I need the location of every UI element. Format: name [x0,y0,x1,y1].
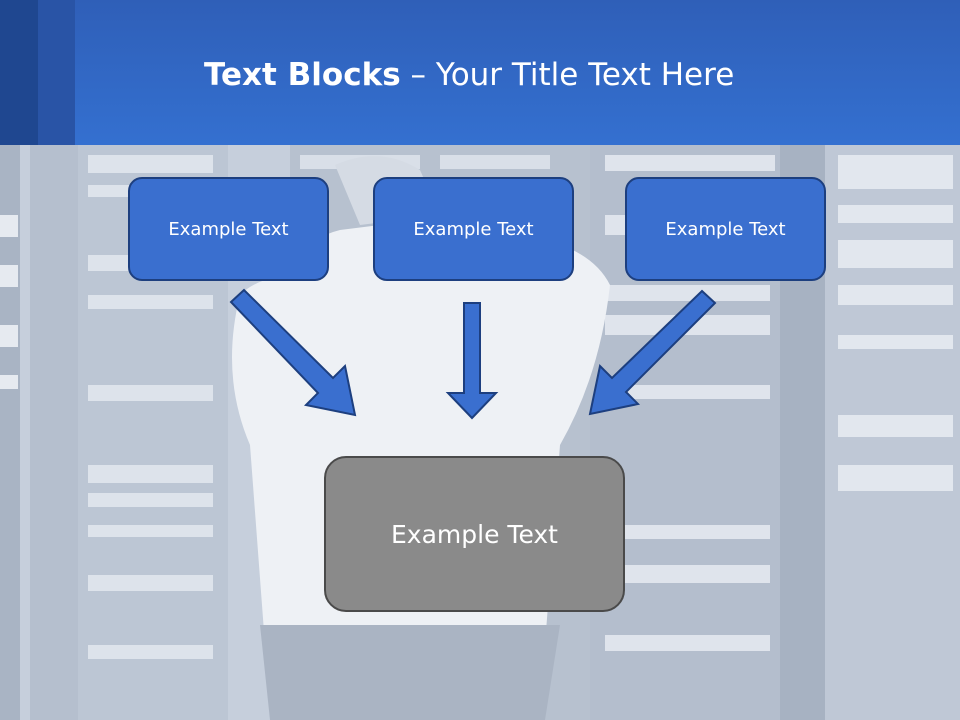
text-block-1[interactable]: Example Text [128,177,329,281]
header-accent-dark [0,0,38,145]
title-dash: – [400,57,436,93]
arrow-left [229,288,357,417]
target-text-block[interactable]: Example Text [324,456,625,612]
arrow-right [588,289,717,416]
header-bar: Text Blocks – Your Title Text Here [0,0,960,145]
arrow-middle [445,302,499,420]
slide-title: Text Blocks – Your Title Text Here [204,54,734,96]
text-block-3[interactable]: Example Text [625,177,826,281]
text-block-3-label: Example Text [665,218,786,240]
header-accent-mid [38,0,75,145]
text-block-1-label: Example Text [168,218,289,240]
target-text-block-label: Example Text [391,519,558,549]
title-bold: Text Blocks [204,57,401,93]
text-block-2[interactable]: Example Text [373,177,574,281]
title-rest: Your Title Text Here [435,57,735,93]
text-block-2-label: Example Text [413,218,534,240]
